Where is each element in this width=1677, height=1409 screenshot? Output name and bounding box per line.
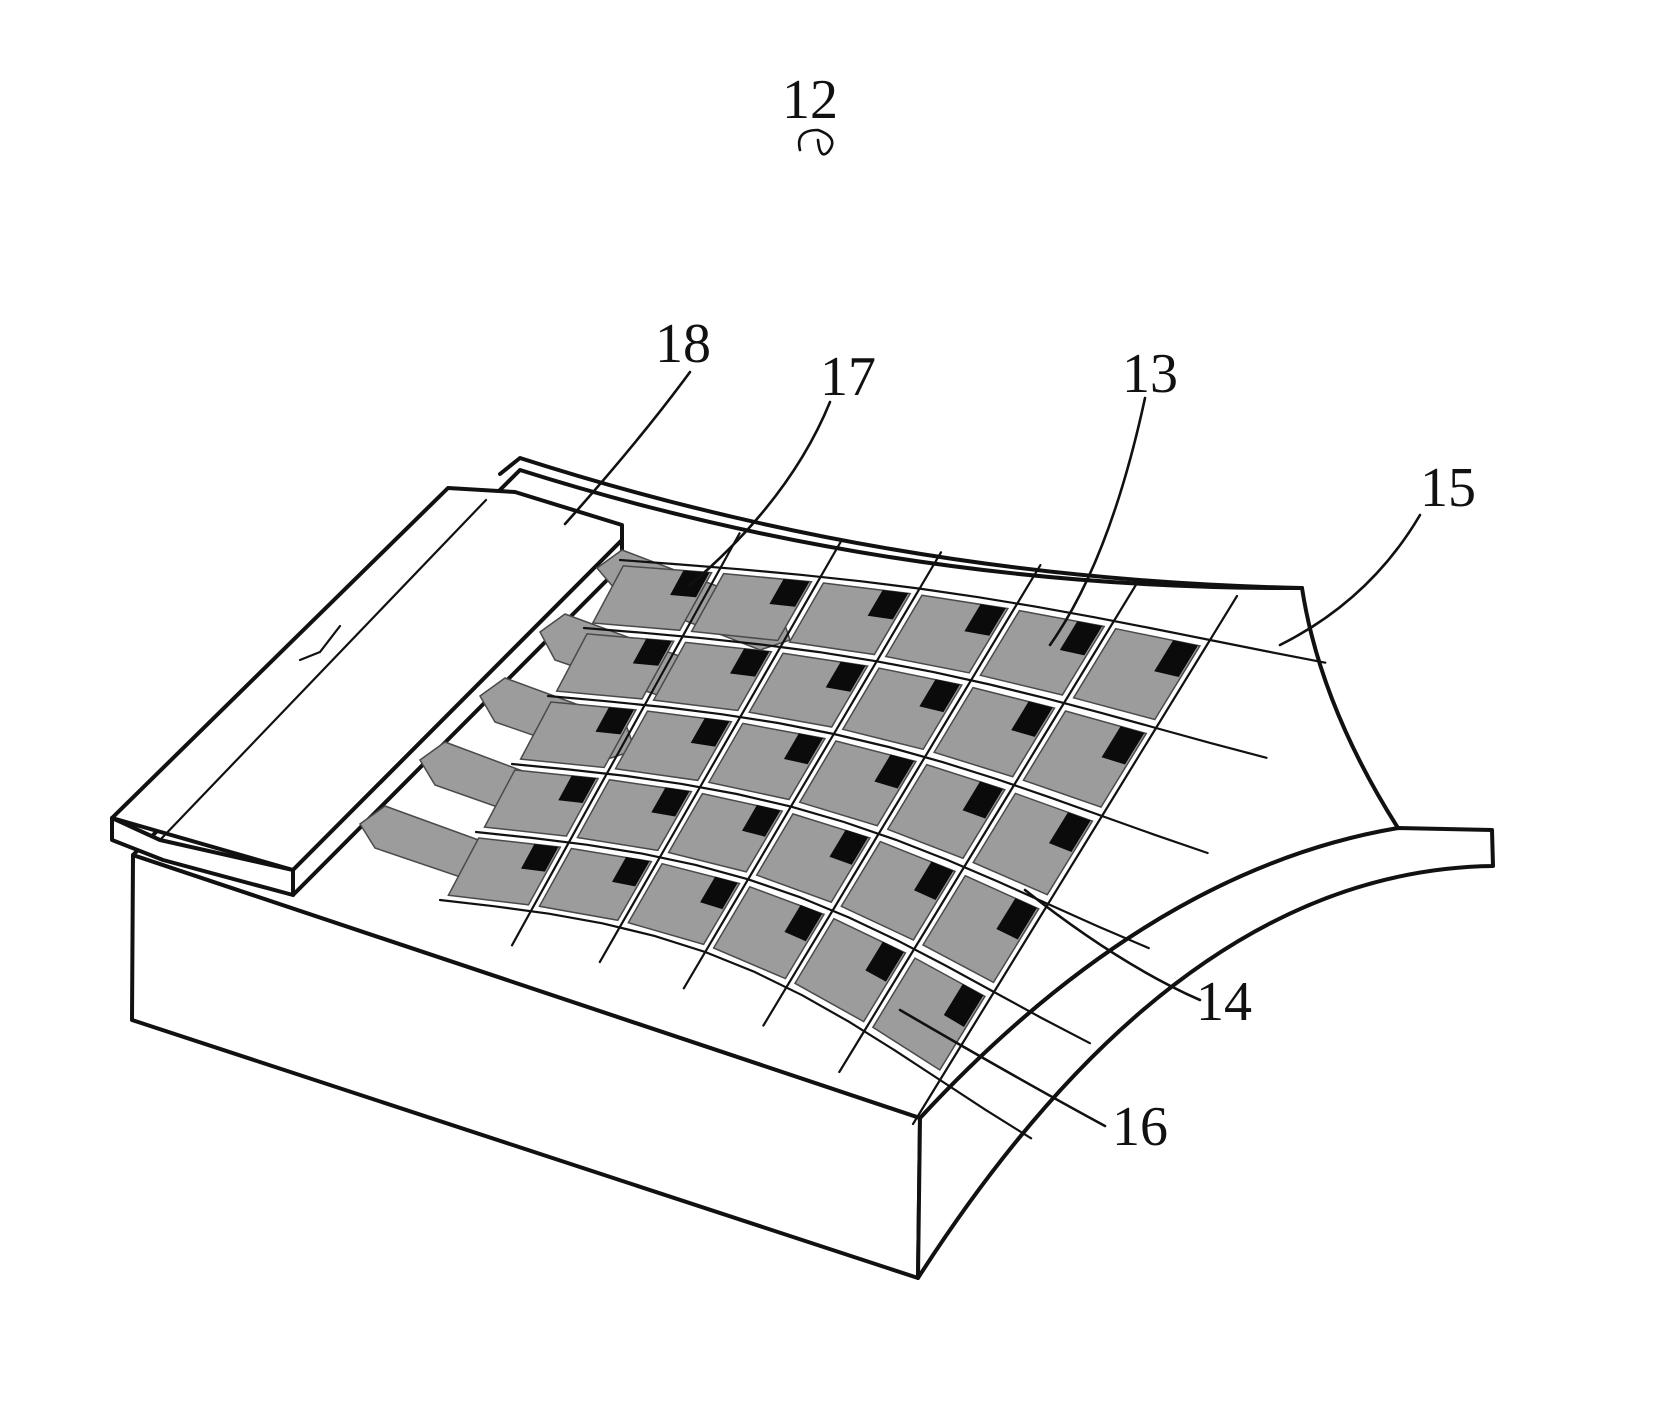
label-16: 16 <box>1112 1096 1168 1158</box>
label-13: 13 <box>1122 343 1178 405</box>
label-12: 12 <box>782 69 838 131</box>
label-17: 17 <box>820 346 876 408</box>
leader-12-squiggle <box>799 130 832 154</box>
label-15: 15 <box>1420 457 1476 519</box>
label-14: 14 <box>1196 971 1252 1033</box>
label-18: 18 <box>655 313 711 375</box>
